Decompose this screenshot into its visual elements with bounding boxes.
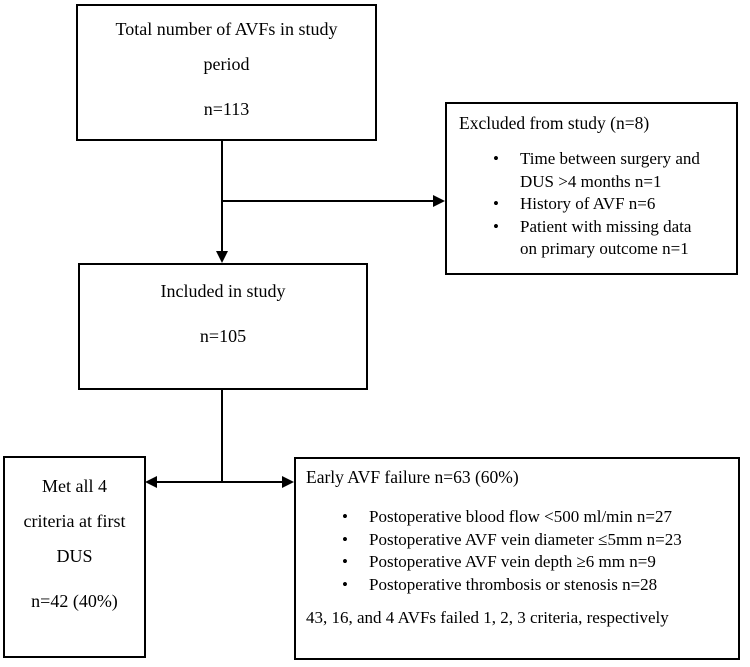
bullet-icon: • (493, 194, 499, 213)
early-failure-bullet-list: • Postoperative blood flow <500 ml/min n… (306, 506, 730, 596)
list-item: • Postoperative thrombosis or stenosis n… (342, 574, 730, 597)
list-item: • Postoperative AVF vein depth ≥6 mm n=9 (342, 551, 730, 574)
box-met-line3: DUS (56, 546, 93, 566)
excluded-bullet-3: Patient with missing data on primary out… (520, 216, 692, 259)
early-bullet-4: Postoperative thrombosis or stenosis n=2… (369, 574, 658, 594)
list-item: • Patient with missing data on primary o… (493, 216, 711, 261)
box-early-heading: Early AVF failure n=63 (60%) (306, 467, 519, 487)
excluded-bullet-2: History of AVF n=6 (520, 194, 656, 213)
box-early-footer: 43, 16, and 4 AVFs failed 1, 2, 3 criter… (306, 608, 669, 627)
list-item: • Postoperative AVF vein diameter ≤5mm n… (342, 529, 730, 552)
arrowhead-right-icon (282, 476, 294, 488)
excluded-bullet-1: Time between surgery and DUS >4 months n… (520, 149, 700, 191)
arrowhead-left-icon (145, 476, 157, 488)
box-included-in-study: Included in study n=105 (78, 263, 368, 390)
connector-included-to-split (221, 390, 223, 483)
arrowhead-down-icon (216, 251, 228, 263)
box-included-line1: Included in study (160, 281, 286, 301)
box-excluded-heading: Excluded from study (n=8) (459, 113, 650, 133)
box-total-line2: period (203, 54, 250, 74)
arrowhead-right-icon (433, 195, 445, 207)
box-met-line2: criteria at first (23, 511, 126, 531)
box-total-count: n=113 (203, 99, 250, 119)
box-total-line1: Total number of AVFs in study (115, 19, 338, 39)
bullet-icon: • (493, 149, 499, 168)
list-item: • Time between surgery and DUS >4 months… (493, 148, 711, 193)
box-met-line1: Met all 4 (42, 476, 107, 496)
bullet-icon: • (342, 552, 348, 571)
excluded-bullet-list: • Time between surgery and DUS >4 months… (459, 148, 711, 261)
bullet-icon: • (342, 507, 348, 526)
early-bullet-2: Postoperative AVF vein diameter ≤5mm n=2… (369, 529, 682, 549)
connector-total-to-included (221, 141, 223, 253)
box-met-all-criteria: Met all 4 criteria at first DUS n=42 (40… (3, 456, 146, 658)
bullet-icon: • (342, 574, 348, 594)
box-excluded-from-study: Excluded from study (n=8) • Time between… (445, 102, 738, 275)
box-met-count: n=42 (40%) (31, 591, 118, 611)
connector-met-to-early (156, 481, 284, 483)
box-total-avfs: Total number of AVFs in study period n=1… (76, 4, 377, 141)
early-bullet-1: Postoperative blood flow <500 ml/min n=2… (369, 507, 672, 526)
early-bullet-3: Postoperative AVF vein depth ≥6 mm n=9 (369, 552, 656, 571)
box-included-count: n=105 (199, 326, 247, 346)
bullet-icon: • (493, 216, 499, 236)
list-item: • History of AVF n=6 (493, 193, 711, 216)
list-item: • Postoperative blood flow <500 ml/min n… (342, 506, 730, 529)
box-early-avf-failure: Early AVF failure n=63 (60%) • Postopera… (294, 457, 740, 660)
connector-branch-to-excluded (222, 200, 434, 202)
bullet-icon: • (342, 529, 348, 549)
